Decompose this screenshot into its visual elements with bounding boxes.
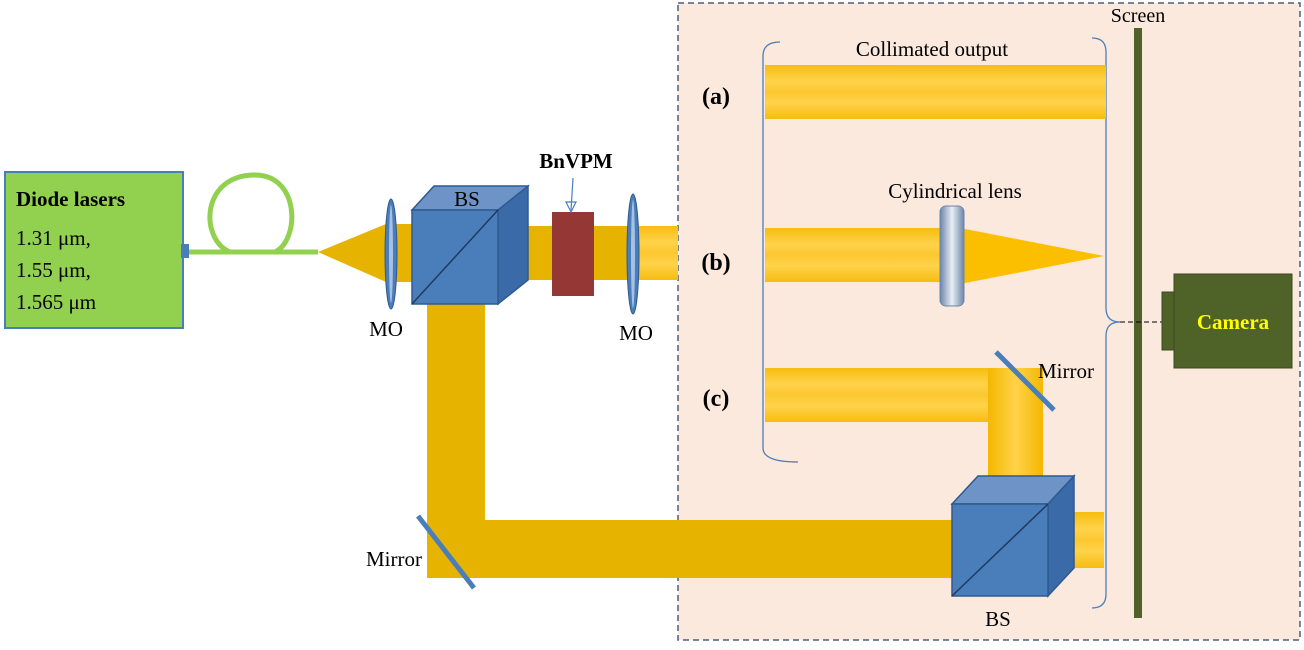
cylindrical-lens [939,205,965,307]
mirror-left-label: Mirror [366,547,422,571]
case-a-label: (a) [702,84,730,110]
beam-c-vertical [988,368,1043,488]
camera-body [1173,273,1293,369]
laser-line-2: 1.55 μm, [16,258,91,282]
laser-line-3: 1.565 μm [16,290,96,314]
camera-lens [1161,291,1175,351]
bs-top-label: BS [454,187,480,211]
bnvpm-arrow-head [565,201,577,214]
bnvpm-label: BnVPM [539,149,613,173]
laser-title: Diode lasers [16,187,125,211]
bnvpm-element [552,212,594,296]
collimated-label: Collimated output [856,37,1008,61]
mo-right-lens-inner [631,200,635,308]
cylindrical-label: Cylindrical lens [888,179,1022,203]
bs-top-diagonal [411,209,499,305]
mirror-right-label: Mirror [1038,359,1094,383]
case-b-label: (b) [701,250,730,276]
camera-label: Camera [1197,310,1270,334]
screen-label: Screen [1111,5,1165,27]
bnvpm-arrow-line [570,177,574,211]
fiber-loop [207,172,295,255]
beam-after-mo [634,226,678,280]
fiber-connector [181,244,189,258]
mo-right-label: MO [619,321,653,345]
options-bracket [762,41,799,463]
laser-line-1: 1.31 μm, [16,226,91,250]
beam-horizontal-bottom [427,520,955,578]
bs-bottom-label: BS [985,607,1011,631]
beam-expanding-cone [318,224,386,282]
beam-bnvpm-to-mo [592,226,632,280]
beam-c-horizontal [765,368,1015,422]
mo-left-label: MO [369,317,403,341]
mirror-c-shape [994,350,1056,412]
mo-left-lens-inner [389,205,393,303]
mirror-left-shape [416,514,476,590]
bs-bottom-diagonal [951,503,1049,597]
beam-cylindrical-in [765,228,945,282]
beam-cylindrical-focus [960,228,1104,284]
case-c-label: (c) [703,386,730,412]
screen [1134,28,1142,618]
beam-collimated [765,65,1106,119]
